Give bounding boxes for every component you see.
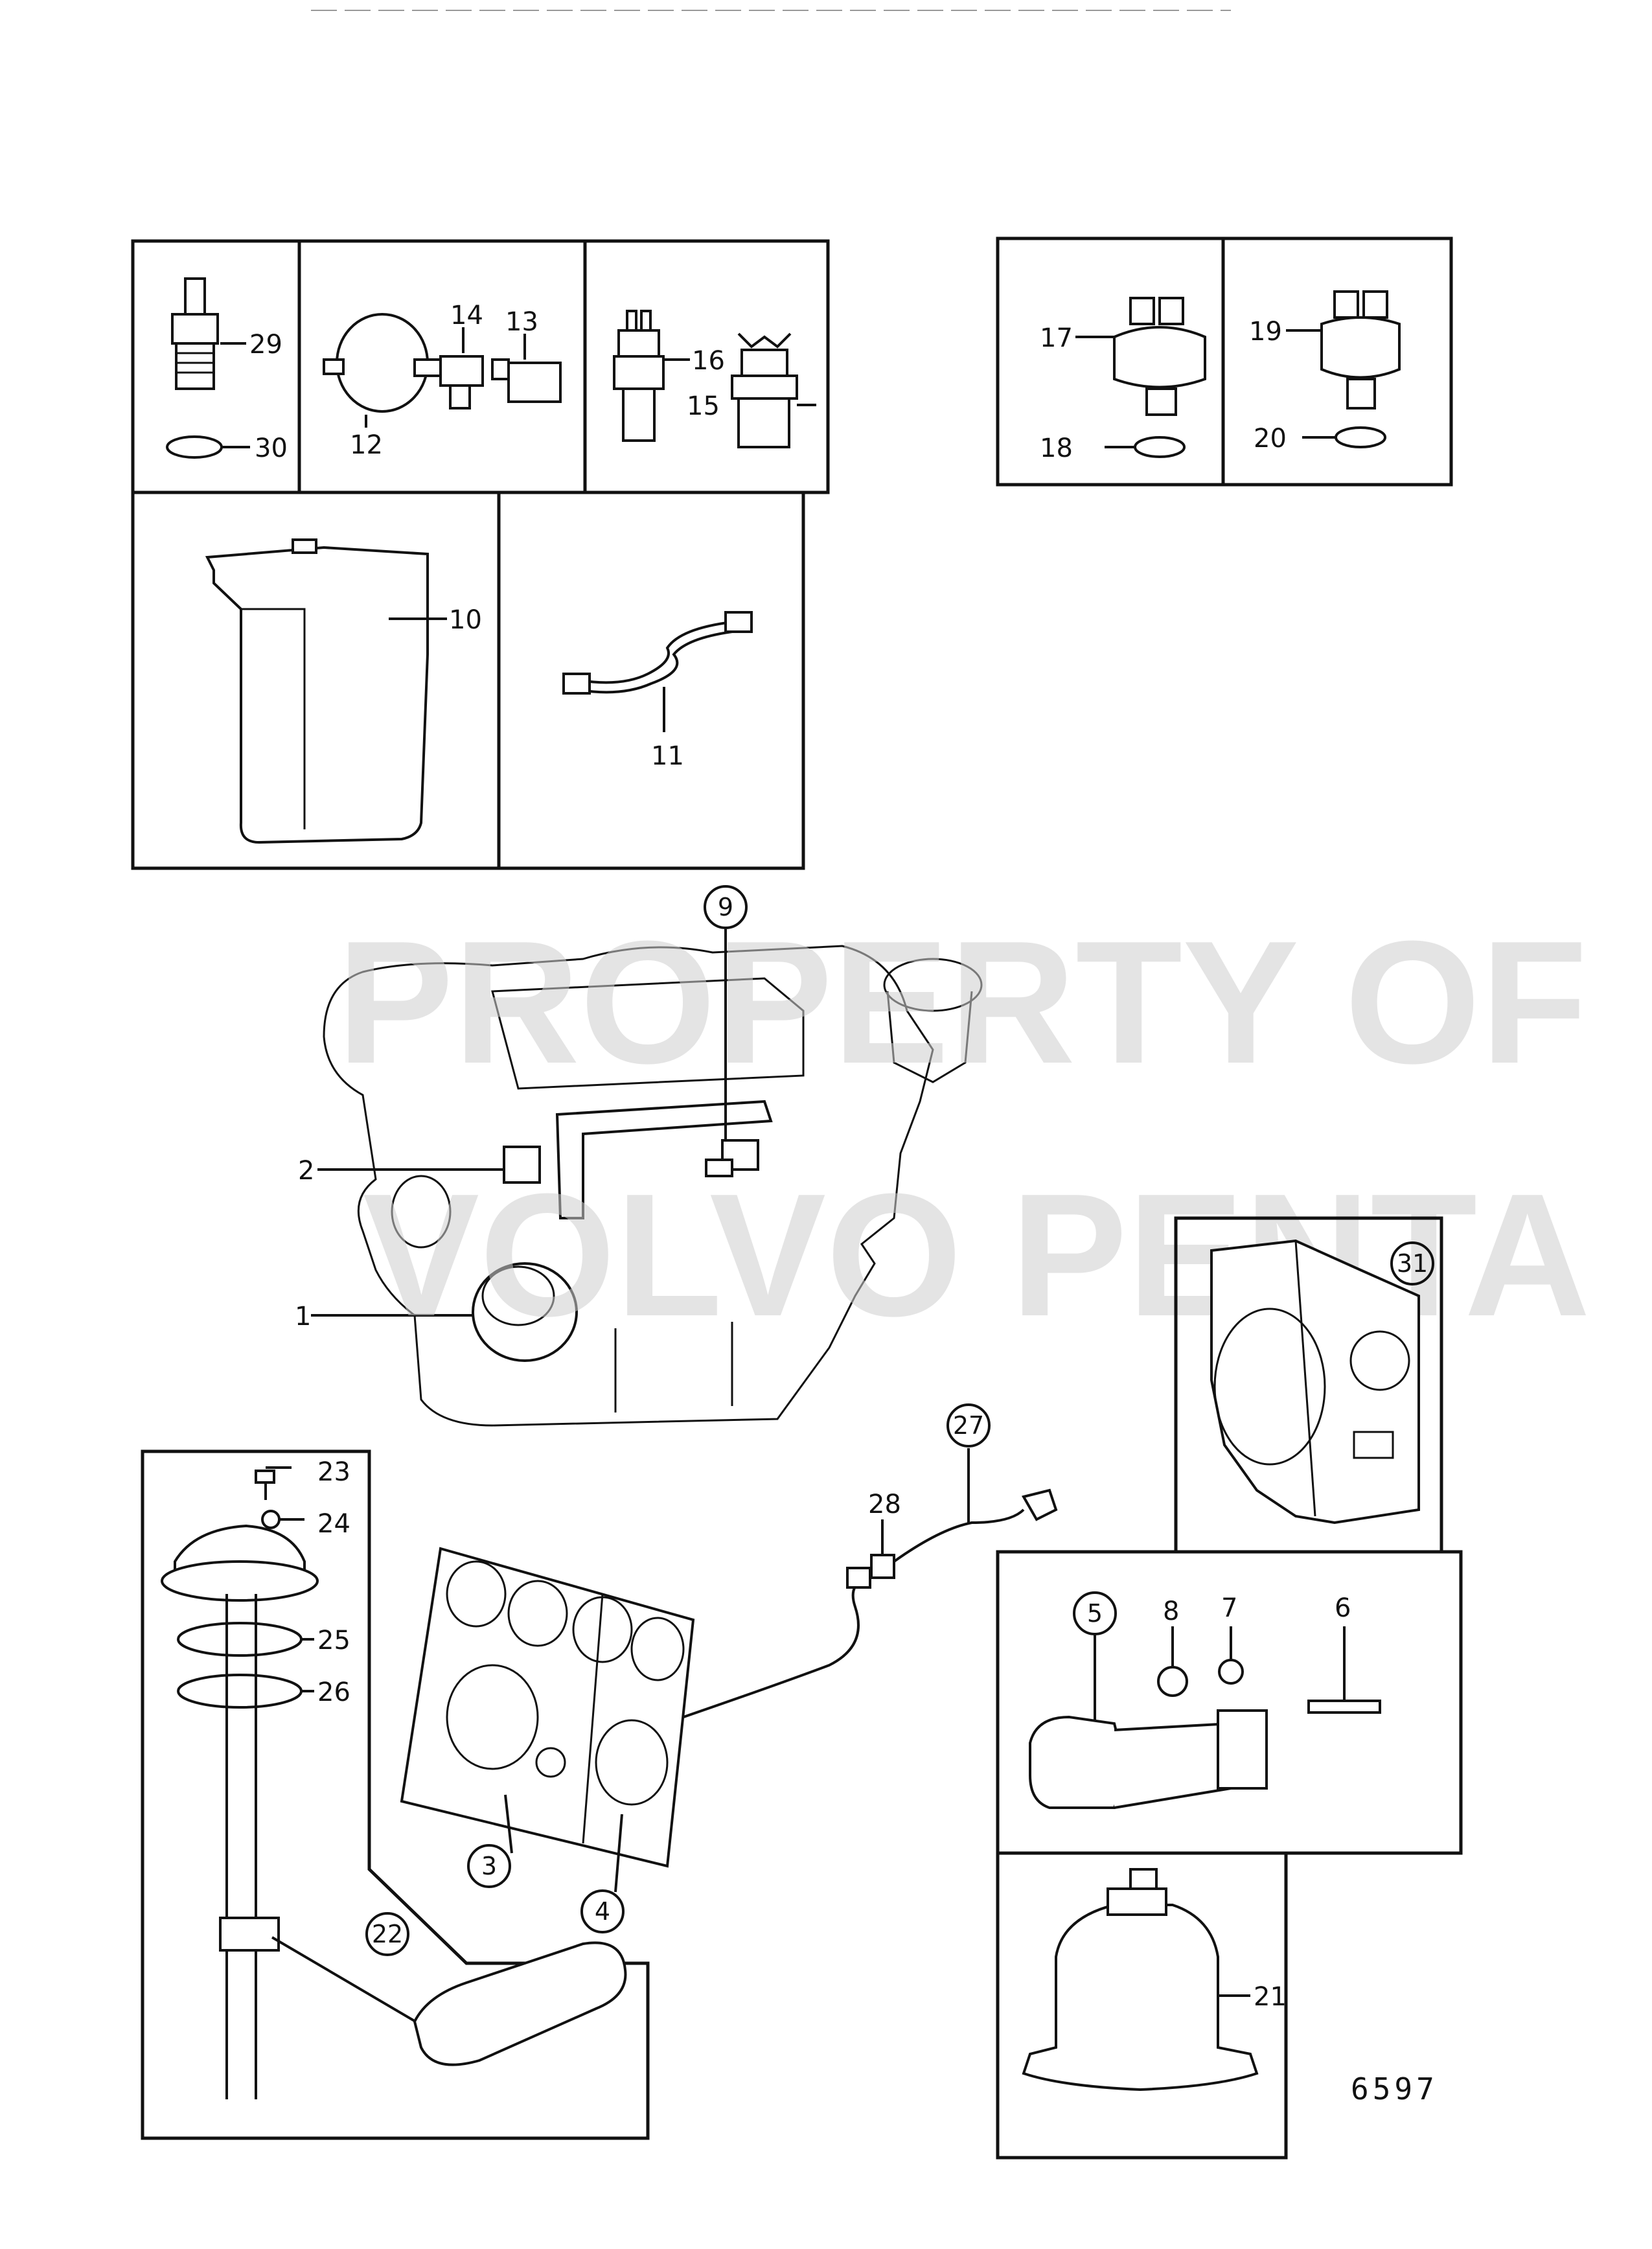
oil-pressure-sender-17 [1075,297,1206,416]
stud-6 [1307,1626,1381,1714]
label-21: 21 [1254,1982,1287,2012]
label-20: 20 [1254,424,1287,454]
circled-label-4: 4 [580,1889,625,1933]
engine-outline [311,927,983,1427]
adapter-13 [491,334,562,403]
fuel-tank-10 [205,538,447,844]
label-6: 6 [1335,1593,1351,1623]
svg-text:22: 22 [372,1920,403,1948]
circled-label-27: 27 [946,1403,991,1447]
svg-text:31: 31 [1397,1249,1428,1278]
label-29: 29 [249,330,282,360]
panel-5-frame [996,1550,1463,1855]
label-12: 12 [350,430,383,460]
label-8: 8 [1163,1597,1179,1626]
circled-label-31: 31 [1390,1241,1434,1286]
pressure-sender-panel [996,236,1453,487]
temperature-sender-16 [613,310,690,442]
label-30: 30 [255,433,288,463]
svg-text:27: 27 [953,1411,984,1440]
svg-text:4: 4 [595,1897,610,1926]
label-25: 25 [317,1626,350,1655]
sealing-ring-30 [166,435,250,459]
sealing-ring-20 [1302,426,1386,448]
label-1: 1 [295,1302,311,1332]
oil-pressure-sender-12 [323,313,442,428]
svg-text:5: 5 [1087,1599,1103,1628]
washer-7 [1218,1626,1244,1685]
cable-harness-11 [562,611,753,732]
circled-label-9: 9 [704,885,748,929]
nut-8 [1157,1626,1188,1697]
label-18: 18 [1040,433,1073,463]
label-28: 28 [868,1490,901,1519]
temperature-sender-29 [171,277,246,390]
svg-text:9: 9 [718,893,733,921]
circled-label-3: 3 [467,1844,511,1888]
drawing-reference-number: 6597 [1351,2071,1438,2106]
svg-text:3: 3 [481,1852,497,1880]
label-24: 24 [317,1509,350,1539]
housing-31 [1210,1239,1420,1525]
instrument-panel-3-4 [400,1448,1058,1893]
panel-21-frame [996,1851,1288,2160]
label-16: 16 [692,346,725,376]
panel-row-sensors-frame [131,239,830,494]
label-2: 2 [298,1156,314,1186]
sensor-panel-group [131,239,830,870]
circled-label-22: 22 [365,1912,409,1956]
label-17: 17 [1040,323,1073,353]
label-15: 15 [687,391,720,421]
label-13: 13 [505,307,538,337]
sealing-ring-18 [1105,436,1186,458]
label-10: 10 [449,605,482,635]
label-26: 26 [317,1678,350,1707]
label-11: 11 [651,741,684,771]
watermark-line-1: PROPERTY OF [337,905,1587,1100]
fuel-level-sender-22 [161,1466,627,2099]
oil-pressure-sender-19 [1286,290,1401,409]
adapter-tee-14 [439,327,484,409]
temperature-switch-15 [731,332,816,448]
circled-label-5: 5 [1073,1591,1117,1635]
panel-pressure-frame [996,236,1453,487]
label-7: 7 [1221,1593,1237,1623]
label-19: 19 [1249,317,1282,347]
label-23: 23 [317,1457,350,1487]
extension-5 [1029,1633,1268,1809]
relay-21 [1022,1868,1259,2092]
label-14: 14 [450,301,483,330]
panel-row-tank-frame [131,490,805,870]
